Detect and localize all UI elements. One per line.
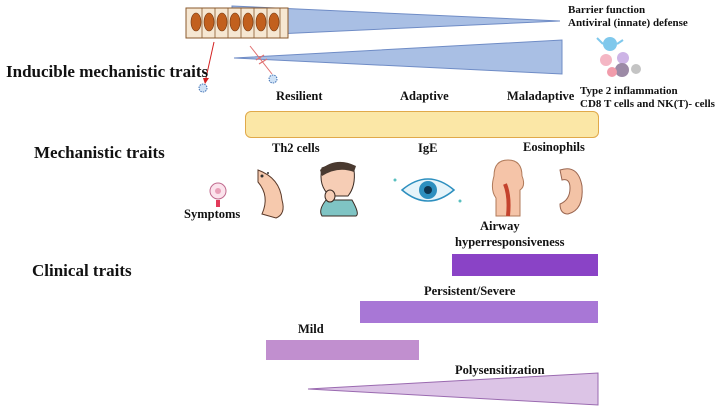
epithelium-icon bbox=[185, 7, 289, 39]
inducible-mechanistic-traits-label: Inducible mechanistic traits bbox=[6, 62, 209, 81]
type2-inflammation-label: Type 2 inflammation bbox=[580, 85, 678, 97]
airway-bar bbox=[452, 254, 598, 276]
ige-label: IgE bbox=[418, 141, 438, 155]
nose-icon bbox=[257, 169, 284, 219]
blocked-arrow bbox=[249, 45, 273, 75]
adaptive-label: Adaptive bbox=[400, 89, 449, 103]
eye-icon bbox=[393, 178, 462, 203]
block-mark-1 bbox=[255, 54, 265, 61]
persistent-bar bbox=[360, 301, 598, 323]
mechanistic-scale-bar bbox=[245, 111, 599, 138]
mild-bar bbox=[266, 340, 419, 360]
clinical-traits-label: Clinical traits bbox=[32, 261, 132, 280]
airway-label-line2: hyperresponsiveness bbox=[455, 235, 565, 249]
barrier-function-label: Barrier function bbox=[568, 4, 646, 16]
polysensitization-wedge bbox=[307, 372, 599, 406]
red-arrow-head bbox=[203, 78, 209, 84]
antiviral-defense-label: Antiviral (innate) defense bbox=[568, 17, 688, 29]
virus-icon bbox=[198, 74, 278, 93]
type2-wedge bbox=[233, 39, 563, 75]
symptoms-label: Symptoms bbox=[184, 207, 241, 221]
block-mark-2 bbox=[258, 58, 268, 65]
immune-cells-icon bbox=[596, 37, 641, 77]
resilient-label: Resilient bbox=[276, 89, 323, 103]
throat-icon bbox=[491, 159, 525, 217]
allergen-icon bbox=[209, 182, 227, 207]
coughing-person-icon bbox=[320, 161, 358, 217]
mechanistic-traits-label: Mechanistic traits bbox=[34, 143, 165, 162]
maladaptive-label: Maladaptive bbox=[507, 89, 575, 103]
airway-label-line1: Airway bbox=[480, 219, 520, 233]
persistent-severe-label: Persistent/Severe bbox=[424, 284, 516, 298]
polysensitization-label: Polysensitization bbox=[455, 363, 545, 377]
red-arrow bbox=[205, 41, 215, 79]
eosinophils-label: Eosinophils bbox=[523, 140, 585, 154]
ear-icon bbox=[559, 168, 583, 215]
cd8-nkt-label: CD8 T cells and NK(T)- cells bbox=[580, 98, 715, 110]
mild-label: Mild bbox=[298, 322, 324, 336]
th2-cells-label: Th2 cells bbox=[272, 141, 320, 155]
